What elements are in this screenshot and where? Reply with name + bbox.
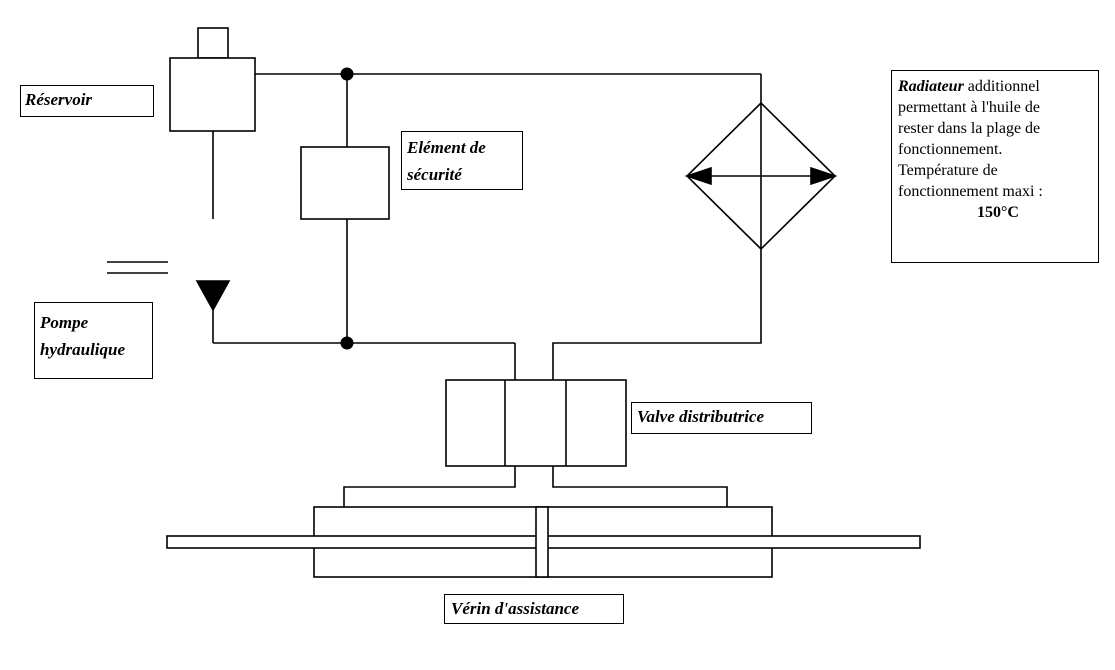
radiator-note-line2: permettant à l'huile de [898, 99, 1040, 116]
valve-label: Valve distributrice [631, 402, 812, 434]
pump-body [168, 220, 258, 310]
security-element-box [300, 146, 390, 220]
cylinder-line-right [552, 466, 728, 507]
cylinder-piston [535, 506, 549, 578]
radiator-note-line6: fonctionnement maxi : [898, 183, 1043, 200]
radiator-note-line4: fonctionnement. [898, 141, 1003, 158]
cylinder-label: Vérin d'assistance [444, 594, 624, 624]
valve-label-text: Valve distributrice [637, 407, 765, 426]
pump-label: Pompe hydraulique [34, 302, 153, 379]
security-label-line1: Elément de [407, 138, 486, 157]
radiator-note: Radiateur additionnel permettant à l'hui… [891, 70, 1099, 263]
radiator-note-line1-rest: additionnel [963, 78, 1040, 95]
reservoir-cap [197, 27, 229, 59]
cylinder-line-left [343, 466, 516, 507]
radiator-note-line3: rester dans la plage de [898, 120, 1041, 137]
pump-triangle [195, 280, 231, 312]
radiator-note-temperature: 150°C [977, 204, 1019, 221]
pump-label-line2: hydraulique [40, 340, 126, 359]
reservoir-label: Réservoir [20, 85, 154, 117]
radiator-arrow-right [810, 166, 838, 186]
radiator-note-line5: Température de [898, 162, 998, 179]
cylinder-label-text: Vérin d'assistance [451, 599, 579, 618]
reservoir-label-text: Réservoir [25, 90, 93, 109]
pump-label-line1: Pompe [40, 313, 89, 332]
security-label-line2: sécurité [407, 165, 462, 184]
security-element-label: Elément de sécurité [401, 131, 523, 190]
radiator-arrow-left [684, 166, 712, 186]
return-line [552, 249, 762, 380]
reservoir-tank [169, 57, 256, 132]
radiator-note-line1: Radiateur additionnel [898, 76, 1098, 97]
radiator-note-title: Radiateur [898, 78, 964, 95]
valve-body [445, 379, 627, 467]
